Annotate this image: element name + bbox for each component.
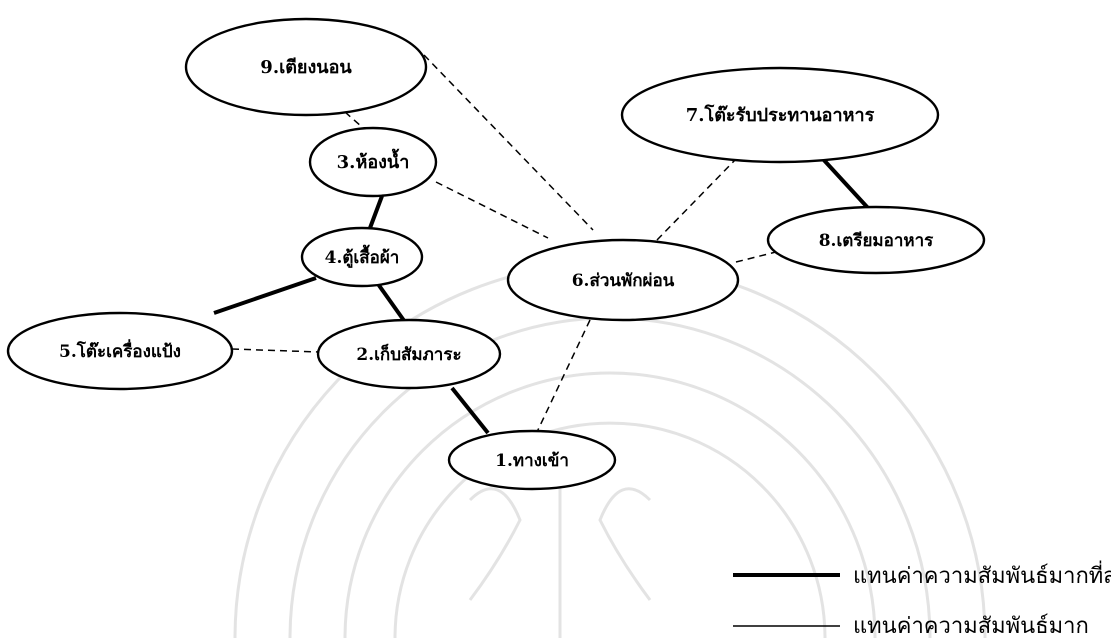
legend-label-most: แทนค่าความสัมพันธ์มากที่สุด: [853, 560, 1111, 589]
edge-n1-n2-most: [450, 386, 490, 435]
edge-n3-n6-less: [435, 181, 549, 239]
edge-n2-n4-most: [376, 282, 407, 324]
node-label-n9: 9.เตียงนอน: [260, 57, 352, 78]
node-ellipse-n8: [766, 205, 986, 275]
node-n4: 4.ตู้เสื้อผ้า: [300, 226, 424, 288]
node-n9: 9.เตียงนอน: [184, 17, 428, 117]
legend: แทนค่าความสัมพันธ์มากที่สุด แทนค่าความสั…: [733, 560, 1111, 638]
node-label-n2: 2.เก็บสัมภาระ: [356, 342, 461, 365]
edge-n6-n1-less: [536, 319, 591, 433]
node-n2: 2.เก็บสัมภาระ: [316, 318, 502, 390]
node-ellipse-n1: [447, 429, 617, 491]
node-label-n4: 4.ตู้เสื้อผ้า: [325, 244, 400, 269]
legend-label-much: แทนค่าความสัมพันธ์มาก: [853, 614, 1089, 638]
edge-n6-n7-less: [656, 159, 736, 241]
nodes-layer: 1.ทางเข้า 2.เก็บสัมภาระ 3.ห้องน้ำ 4.ตู้เสื้…: [6, 17, 986, 491]
node-ellipse-n6: [506, 238, 740, 322]
node-n8: 8.เตรียมอาหาร: [766, 205, 986, 275]
edge-n9-n6-less: [423, 54, 594, 231]
node-label-n5: 5.โต๊ะเครื่องแป้ง: [59, 339, 181, 362]
node-label-n1: 1.ทางเข้า: [495, 451, 569, 471]
node-ellipse-n4: [300, 226, 424, 288]
edges-layer: [213, 54, 870, 435]
node-label-n7: 7.โต๊ะรับประทานอาหาร: [686, 104, 875, 126]
node-n5: 5.โต๊ะเครื่องแป้ง: [6, 311, 234, 391]
node-label-n8: 8.เตรียมอาหาร: [819, 230, 934, 251]
node-ellipse-n3: [308, 126, 438, 198]
edge-n5-n2-less: [231, 348, 320, 353]
node-n6: 6.ส่วนพักผ่อน: [506, 238, 740, 322]
edge-n7-n8-most: [820, 156, 870, 210]
edge-n3-n4-most: [368, 195, 384, 229]
node-ellipse-n5: [6, 311, 234, 391]
node-n1: 1.ทางเข้า: [447, 429, 617, 491]
node-ellipse-n9: [184, 17, 428, 117]
node-n7: 7.โต๊ะรับประทานอาหาร: [620, 66, 940, 164]
node-ellipse-n7: [620, 66, 940, 164]
node-label-n6: 6.ส่วนพักผ่อน: [572, 271, 675, 291]
node-ellipse-n2: [316, 318, 502, 390]
edge-n4-n5-most: [213, 276, 317, 315]
node-label-n3: 3.ห้องน้ำ: [337, 148, 410, 173]
edge-n9-n3-less: [344, 111, 363, 128]
node-n3: 3.ห้องน้ำ: [308, 126, 438, 198]
